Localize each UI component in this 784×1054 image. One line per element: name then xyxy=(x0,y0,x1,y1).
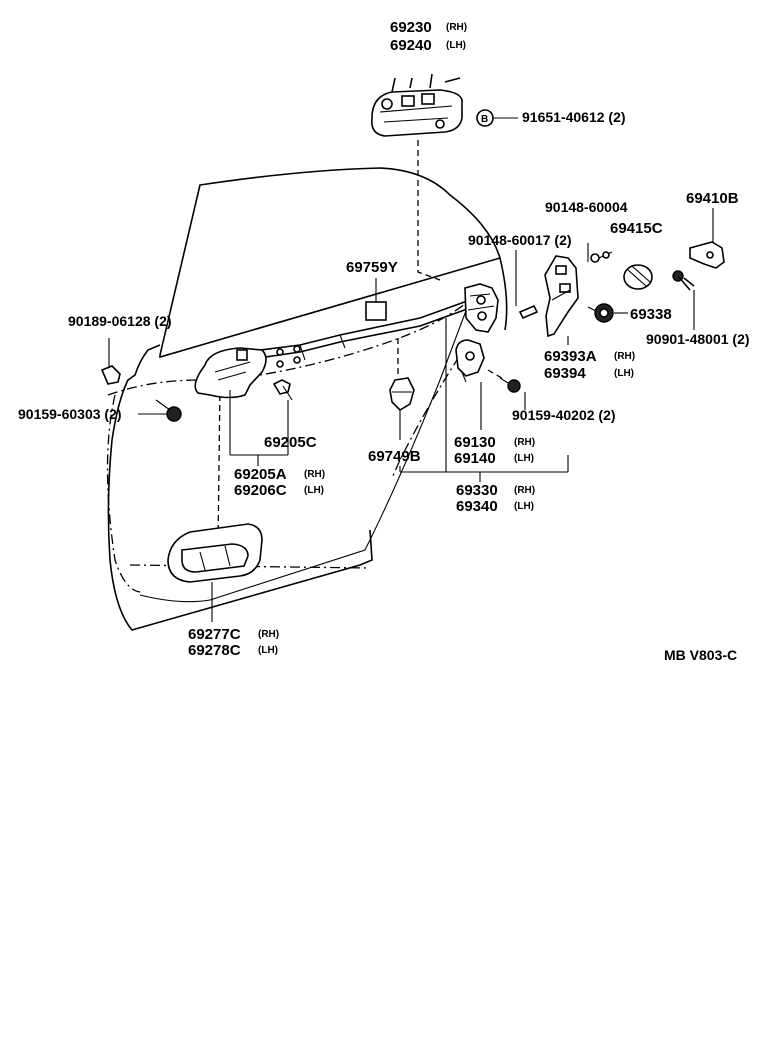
label-69759y: 69759Y xyxy=(346,259,398,276)
washer-91651: B xyxy=(476,109,518,127)
label-69393a-side: (RH) xyxy=(614,351,635,362)
screw-90159-60303 xyxy=(155,399,182,422)
label-69230: 69230 xyxy=(390,19,432,36)
nut-69338 xyxy=(587,303,628,323)
label-69130: 69130 xyxy=(454,434,496,451)
screw-90159-40202 xyxy=(499,377,521,393)
clip-69205c xyxy=(272,379,293,401)
cap-69415c xyxy=(623,264,653,290)
label-90189-06128: 90189-06128 (2) xyxy=(68,313,172,329)
label-69394-side: (LH) xyxy=(614,368,634,379)
label-69330-side: (RH) xyxy=(514,485,535,496)
screw-90148-60004 xyxy=(590,251,613,263)
label-69205c: 69205C xyxy=(264,434,317,451)
lock-cover-69393a xyxy=(544,255,579,338)
label-69240-side: (LH) xyxy=(446,40,466,51)
inside-handle-69277c xyxy=(167,523,263,583)
label-90159-60303: 90159-60303 (2) xyxy=(18,406,122,422)
screw-90148-60017 xyxy=(518,304,539,320)
label-69140-side: (LH) xyxy=(514,453,534,464)
label-69140: 69140 xyxy=(454,450,496,467)
label-69230-side: (RH) xyxy=(446,22,467,33)
label-69205a: 69205A xyxy=(234,466,287,483)
label-69206c: 69206C xyxy=(234,482,287,499)
label-69393a: 69393A xyxy=(544,348,597,365)
door-lock-assembly xyxy=(464,283,499,333)
label-69205a-side: (RH) xyxy=(304,469,325,480)
label-69415c: 69415C xyxy=(610,220,663,237)
label-90148-60004: 90148-60004 xyxy=(545,199,628,215)
label-69206c-side: (LH) xyxy=(304,485,324,496)
screw-90189-06128 xyxy=(100,365,121,385)
label-69277c-side: (RH) xyxy=(258,629,279,640)
label-90148-60017: 90148-60017 (2) xyxy=(468,232,572,248)
outside-handle xyxy=(370,73,463,137)
label-69277c: 69277C xyxy=(188,626,241,643)
label-69278c: 69278C xyxy=(188,642,241,659)
lock-actuator-69130 xyxy=(455,339,485,383)
label-69338: 69338 xyxy=(630,306,672,323)
label-69410b: 69410B xyxy=(686,190,739,207)
label-69240: 69240 xyxy=(390,37,432,54)
label-69394: 69394 xyxy=(544,365,586,382)
bracket-69410b xyxy=(689,241,725,269)
label-90159-40202: 90159-40202 (2) xyxy=(512,407,616,423)
clip-69749b xyxy=(389,377,415,412)
clip-69759y xyxy=(365,295,387,321)
lock-rods xyxy=(244,299,471,368)
label-69749b: 69749B xyxy=(368,448,421,465)
label-91651-40612: 91651-40612 (2) xyxy=(522,109,626,125)
label-69130-side: (RH) xyxy=(514,437,535,448)
screw-90901-48001 xyxy=(672,270,695,291)
label-69330: 69330 xyxy=(456,482,498,499)
inside-lever-assembly xyxy=(194,347,267,399)
label-69340-side: (LH) xyxy=(514,501,534,512)
diagram-code: MB V803-C xyxy=(664,647,737,663)
washer-mark: B xyxy=(481,114,488,125)
label-90901-48001: 90901-48001 (2) xyxy=(646,331,750,347)
part-labels: 69230 (RH) 69240 (LH) 91651-40612 (2) 90… xyxy=(18,19,750,663)
leader-lines xyxy=(108,208,714,622)
label-69278c-side: (LH) xyxy=(258,645,278,656)
label-69340: 69340 xyxy=(456,498,498,515)
